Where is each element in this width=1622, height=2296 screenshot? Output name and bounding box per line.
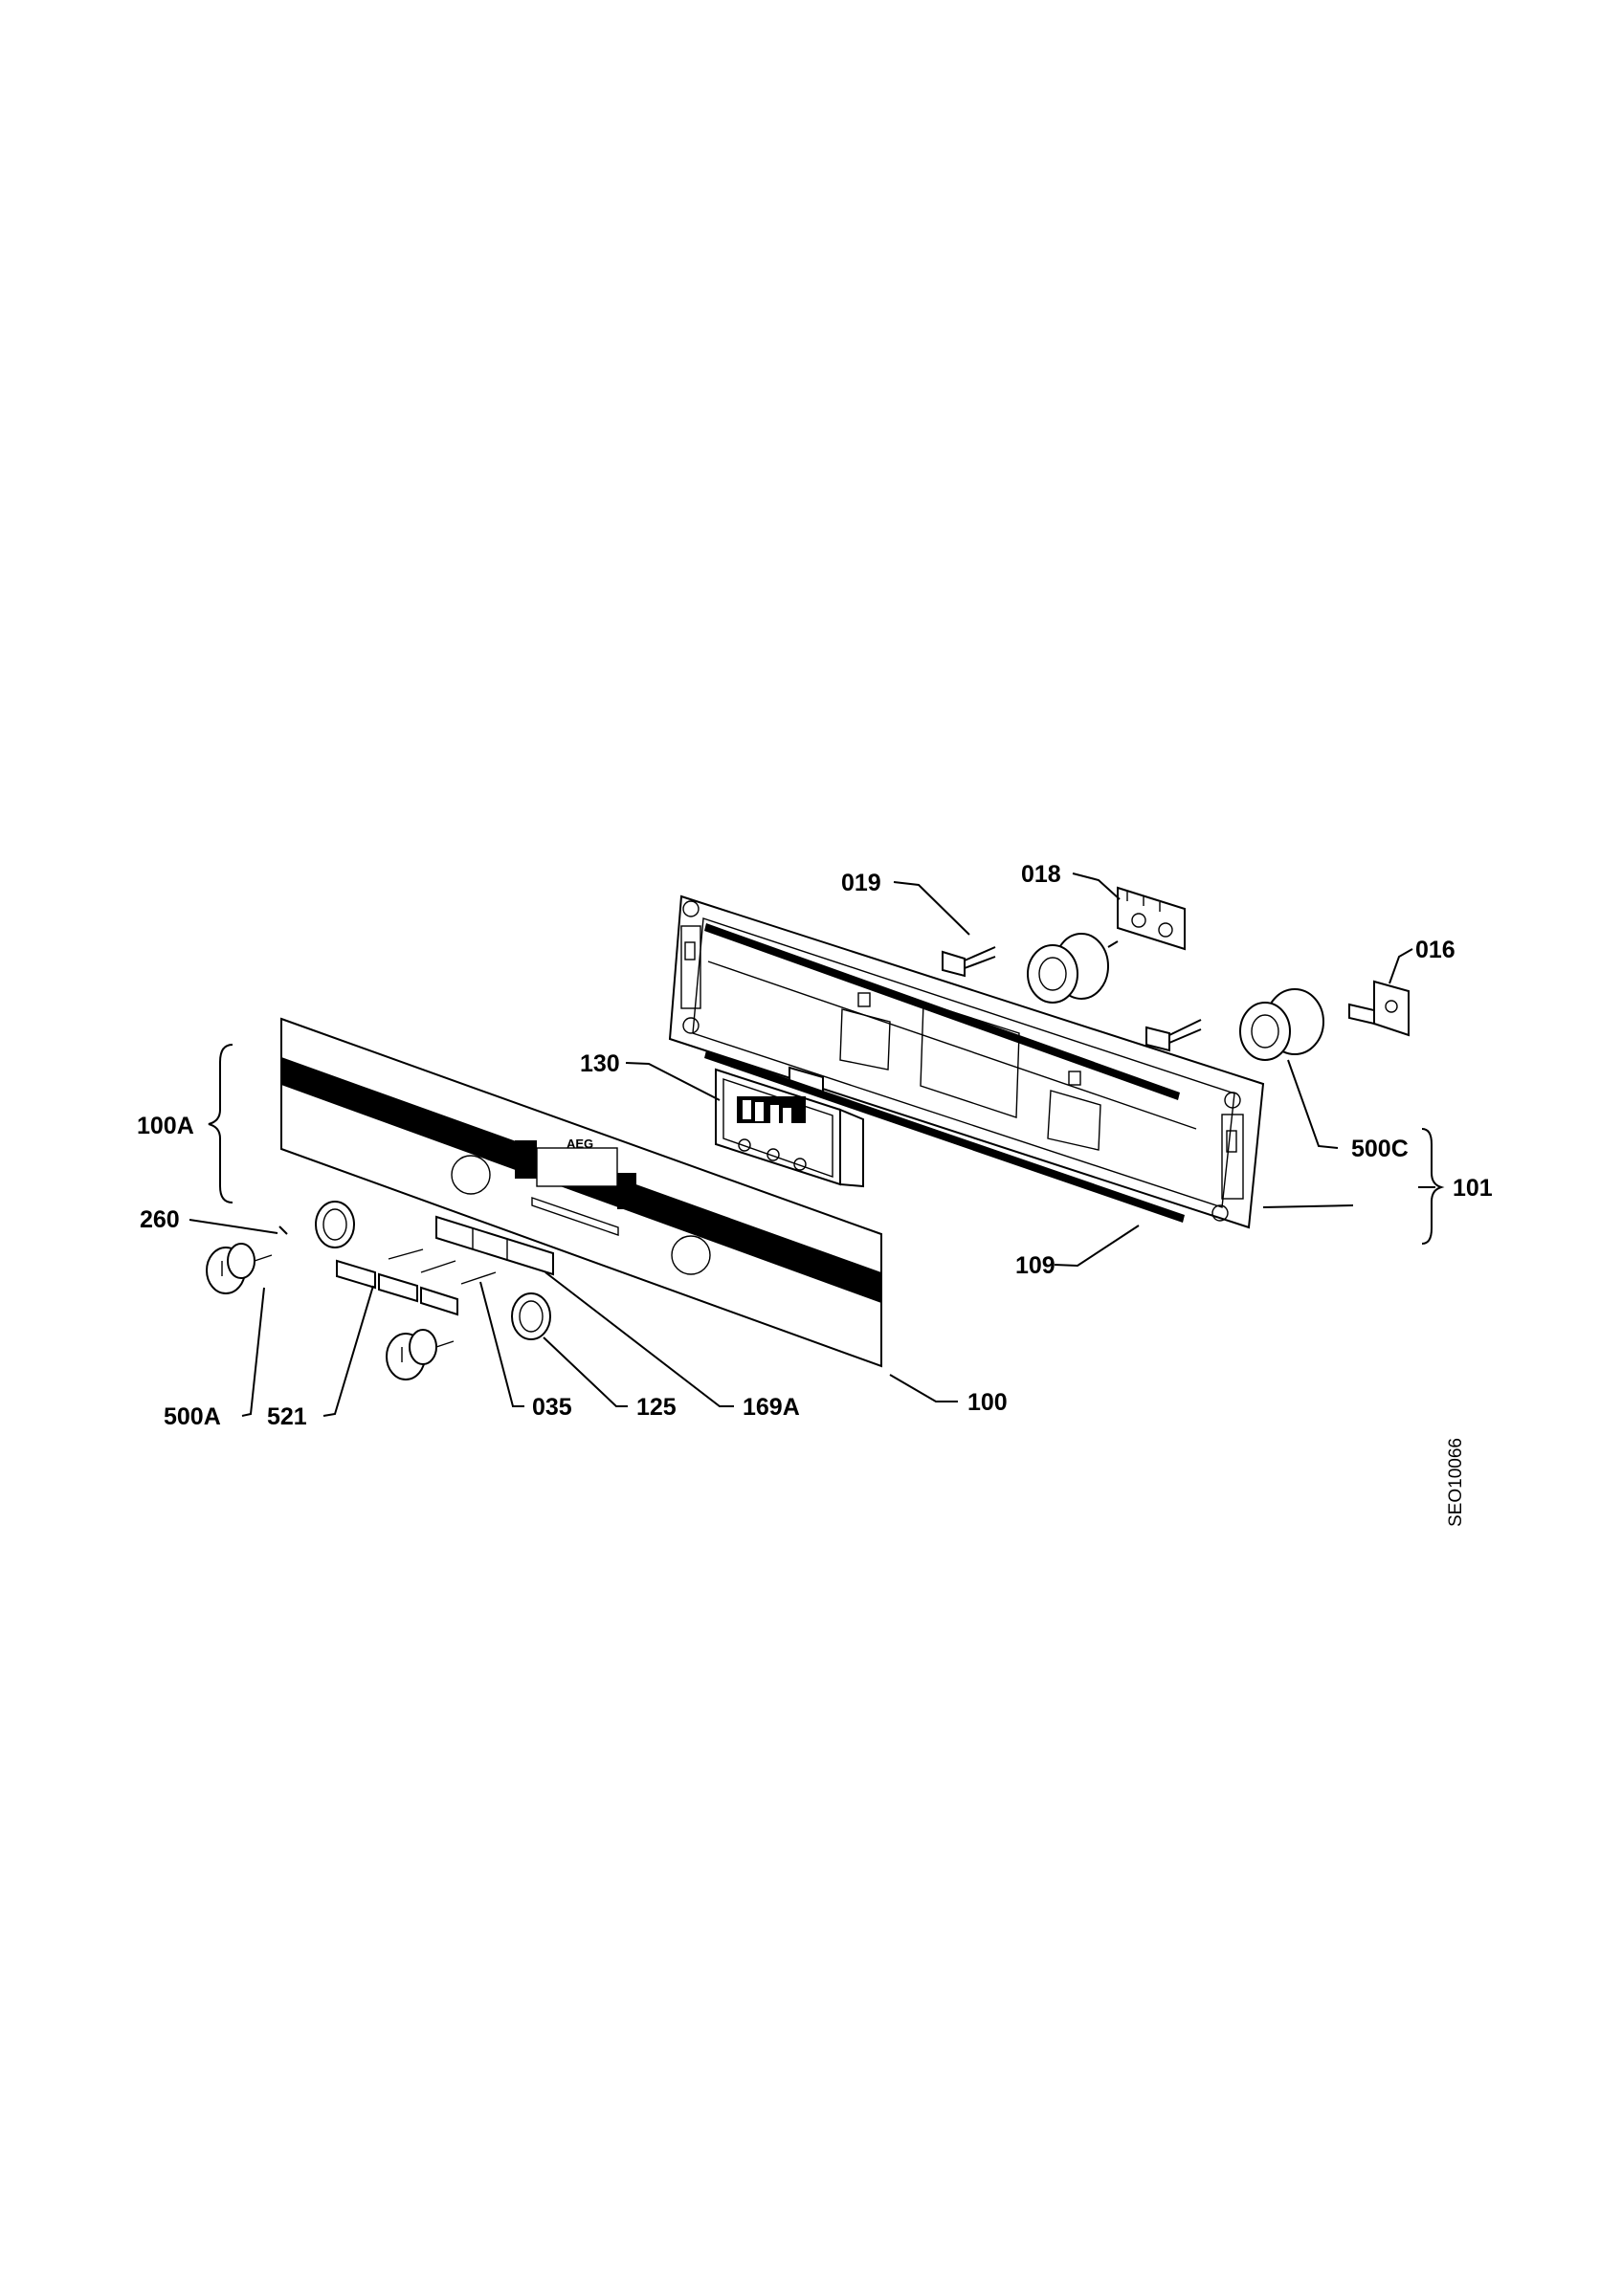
callout-521: 521 bbox=[267, 1403, 307, 1430]
leader-lines bbox=[189, 872, 1435, 1417]
brand-logo: AEG bbox=[567, 1137, 593, 1151]
callout-500A: 500A bbox=[164, 1403, 221, 1430]
switch-016 bbox=[1348, 980, 1410, 1037]
knob-500A-left bbox=[206, 1243, 273, 1294]
ring-125-right bbox=[511, 1292, 551, 1340]
display-window-169A bbox=[435, 1215, 554, 1276]
ring-125-left bbox=[315, 1201, 355, 1248]
knob-500A-lower bbox=[386, 1329, 455, 1380]
callout-018: 018 bbox=[1021, 861, 1061, 888]
callout-100A: 100A bbox=[137, 1113, 194, 1139]
screw-260 bbox=[278, 1225, 288, 1235]
rear-frame-101 bbox=[668, 894, 1265, 1229]
seal-strip-109 bbox=[704, 1050, 1185, 1223]
callout-016: 016 bbox=[1415, 937, 1455, 963]
callout-101: 101 bbox=[1453, 1175, 1493, 1202]
connector-019-upper bbox=[942, 946, 996, 978]
callout-035: 035 bbox=[532, 1394, 572, 1421]
electronic-timer-130 bbox=[715, 1066, 864, 1188]
front-panel-100: AEG bbox=[280, 1017, 882, 1368]
callout-109: 109 bbox=[1015, 1252, 1055, 1279]
callout-labels: 019 018 016 130 100A 500C 101 260 109 10… bbox=[137, 861, 1493, 1430]
rear-knob-housing-lower bbox=[1239, 988, 1324, 1061]
thermostat-018 bbox=[1107, 886, 1186, 951]
callout-130: 130 bbox=[580, 1050, 620, 1077]
button-springs-035 bbox=[388, 1248, 497, 1285]
callout-260: 260 bbox=[140, 1206, 180, 1233]
rear-knob-housing-upper bbox=[1027, 933, 1109, 1004]
callout-019: 019 bbox=[841, 870, 881, 896]
callout-500C: 500C bbox=[1351, 1136, 1409, 1162]
push-buttons-521 bbox=[336, 1259, 458, 1316]
callout-125: 125 bbox=[636, 1394, 677, 1421]
brace-100A bbox=[208, 1044, 233, 1203]
callout-169A: 169A bbox=[743, 1394, 800, 1421]
callout-100: 100 bbox=[967, 1389, 1008, 1416]
drawing-code: SEO10066 bbox=[1446, 1438, 1466, 1527]
brace-101 bbox=[1421, 1128, 1445, 1245]
connector-019-lower bbox=[1145, 1019, 1202, 1052]
